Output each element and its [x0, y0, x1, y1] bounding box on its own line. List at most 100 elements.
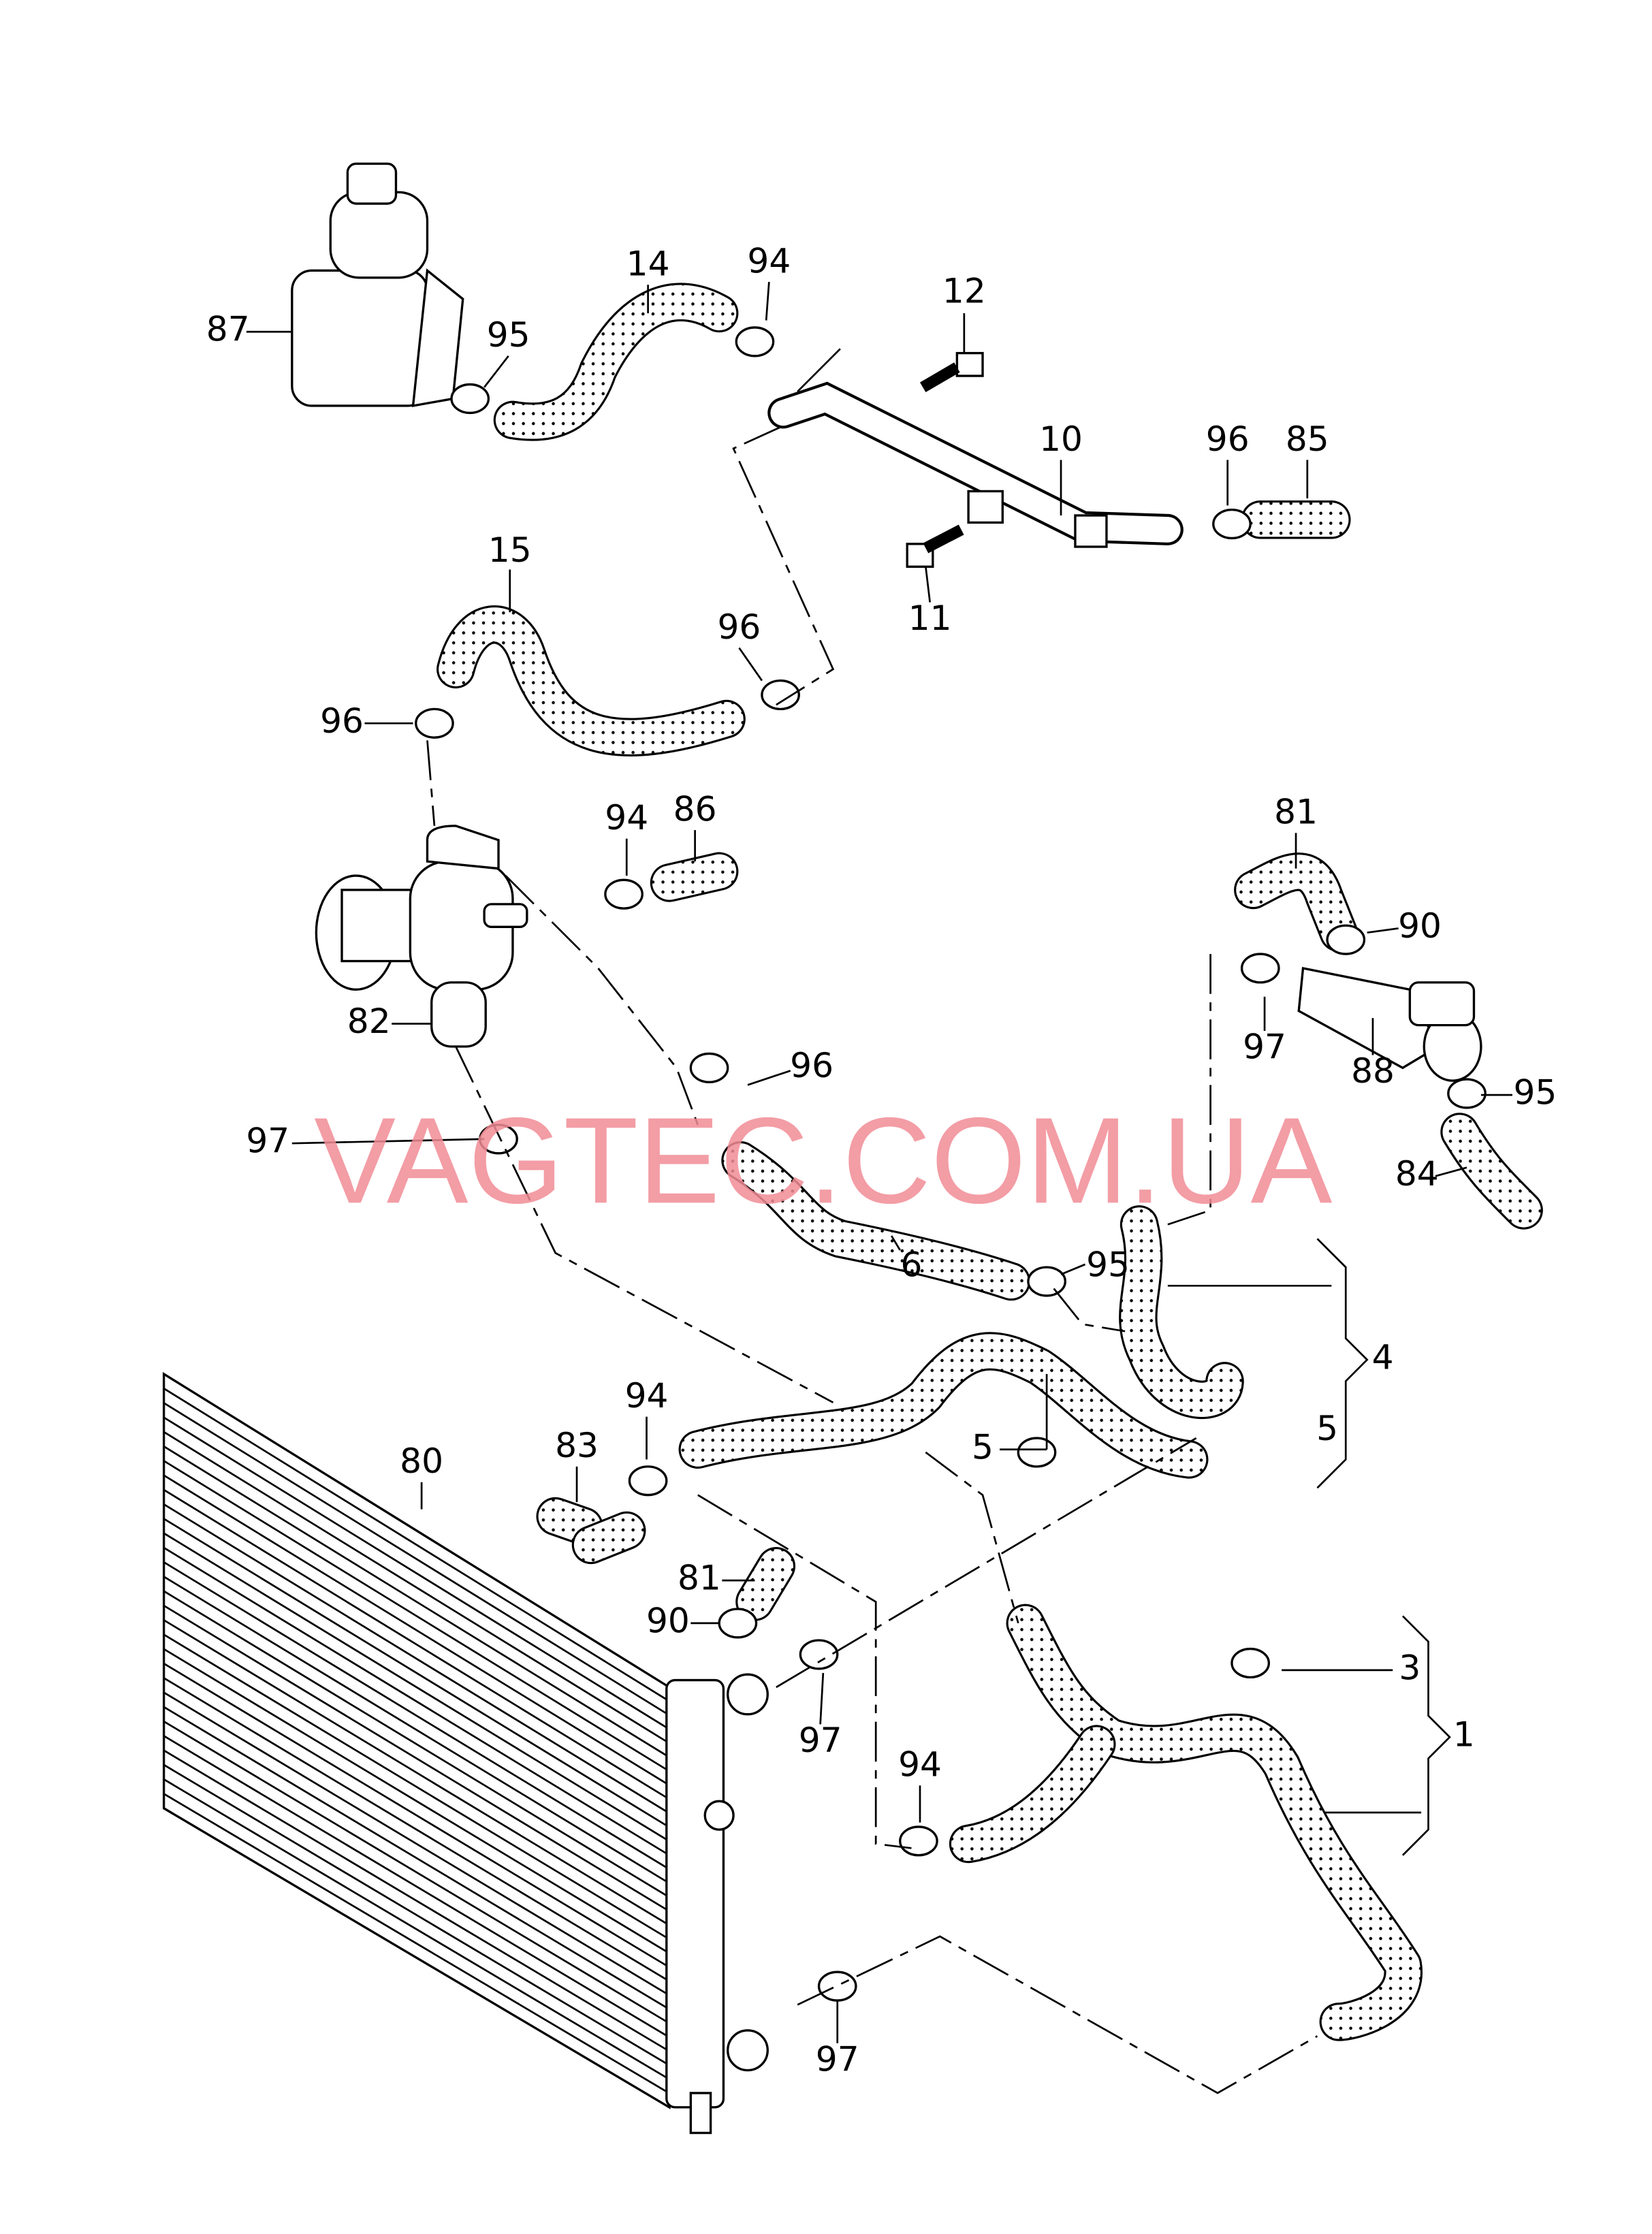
part-callout: 95 — [1086, 1245, 1130, 1285]
screw-12 — [919, 351, 984, 393]
radiator-fin — [163, 1561, 670, 1870]
hose-84 — [1442, 1115, 1541, 1228]
part-callout: 81 — [678, 1558, 721, 1598]
hose-1b — [951, 1727, 1114, 1862]
part-callout: 94 — [747, 240, 791, 281]
radiator-fin — [163, 1488, 670, 1800]
part-callout: 88 — [1351, 1051, 1395, 1091]
radiator-fin — [163, 1474, 670, 1787]
part-callout: 90 — [1398, 906, 1442, 946]
part-callout: 15 — [488, 530, 532, 570]
hose-clamp — [817, 1970, 857, 2002]
hose-clamp — [799, 1639, 839, 1670]
hose-clamp — [1212, 508, 1252, 540]
part-callout: 95 — [487, 315, 530, 355]
radiator-fin — [163, 1764, 670, 2067]
hose-clamp — [628, 1465, 668, 1497]
radiator-fin — [163, 1576, 670, 1885]
part-callout: 84 — [1395, 1153, 1439, 1194]
part-callout: 85 — [1286, 419, 1329, 459]
radiator-fin — [163, 1662, 670, 1968]
part-callout: 81 — [1274, 792, 1318, 832]
radiator-fin — [163, 1503, 670, 1815]
connection-lines — [426, 426, 1318, 2094]
hose-81 — [1236, 855, 1356, 950]
radiator-fin — [163, 1604, 670, 1913]
hoses — [436, 283, 1543, 2041]
part-callout: 94 — [605, 797, 648, 837]
hose-clamp — [1230, 1647, 1271, 1679]
part-callout: 83 — [555, 1425, 599, 1465]
radiator-fin — [163, 1735, 670, 2039]
radiator-fin — [163, 1749, 670, 2052]
hose-1 — [1008, 1606, 1420, 2039]
radiator — [162, 1371, 769, 2135]
hose-83a — [538, 1499, 601, 1544]
hose-clamp — [718, 1608, 758, 1639]
radiator-fin — [163, 1648, 670, 1954]
part-callout: 14 — [626, 244, 670, 284]
part-callout: 97 — [816, 2039, 859, 2079]
part-callout: 3 — [1399, 1647, 1420, 1687]
radiator-fin — [163, 1778, 670, 2080]
hose-clamp — [1447, 1078, 1487, 1109]
part-callout: 6 — [901, 1245, 923, 1285]
part-callout: 96 — [1206, 419, 1250, 459]
radiator-fin — [163, 1402, 670, 1717]
hose-clamp — [899, 1825, 938, 1857]
radiator-fin — [163, 1518, 670, 1828]
part-callout: 97 — [1243, 1027, 1286, 1067]
hose-clamp — [1017, 1437, 1057, 1468]
hose-clamp — [450, 383, 490, 415]
part-callout: 82 — [347, 1001, 391, 1041]
part-callout: 5 — [1316, 1408, 1338, 1448]
radiator-fin — [163, 1721, 670, 2024]
radiator-fin — [163, 1677, 670, 1982]
hose-81b — [737, 1549, 793, 1619]
part-callout: 97 — [799, 1720, 842, 1760]
radiator-fin — [163, 1546, 670, 1856]
part-callout: 94 — [898, 1744, 942, 1785]
hose-clamp — [415, 707, 454, 739]
hose-clamp — [604, 878, 644, 910]
thermostat-housing — [315, 825, 528, 1048]
hose-clamp — [761, 679, 800, 711]
radiator-fin — [163, 1431, 670, 1744]
radiator-fin — [163, 1388, 670, 1702]
radiator-fin — [163, 1793, 670, 2094]
part-callout: 95 — [1513, 1072, 1557, 1113]
part-callout: 90 — [646, 1600, 690, 1640]
radiator-fin — [163, 1532, 670, 1842]
part-callout: 94 — [625, 1375, 669, 1416]
radiator-fin — [163, 1416, 670, 1730]
radiator-fin — [163, 1706, 670, 2011]
hose-clamp — [1326, 924, 1366, 955]
screw-11 — [906, 524, 964, 568]
filter-housing — [291, 162, 464, 408]
hose-4 — [1121, 1207, 1242, 1417]
hose-outline — [1006, 1603, 1423, 2041]
radiator-fin — [163, 1633, 670, 1941]
leader-lines — [246, 281, 1512, 2043]
part-callout: 1 — [1453, 1714, 1475, 1755]
part-callout: 87 — [206, 309, 250, 349]
radiator-fin — [163, 1619, 670, 1926]
radiator-fin — [163, 1446, 670, 1758]
part-callout: 96 — [790, 1045, 833, 1085]
part-callout: 86 — [673, 788, 717, 829]
coolant-pipe — [767, 348, 1184, 548]
hose-clamp — [735, 326, 775, 357]
part-callout: 96 — [320, 701, 364, 741]
radiator-fin — [163, 1590, 670, 1898]
hose-clamp — [1240, 953, 1280, 984]
hose-15 — [439, 607, 744, 754]
radiator-fin — [163, 1691, 670, 1996]
hose-clamp — [1027, 1266, 1066, 1297]
hose-86 — [652, 854, 737, 900]
watermark: VAGTEC.COM.UA — [314, 1092, 1332, 1229]
radiator-fin — [163, 1460, 670, 1772]
coolant-flange — [1297, 966, 1482, 1082]
hose-clamp — [689, 1052, 729, 1083]
